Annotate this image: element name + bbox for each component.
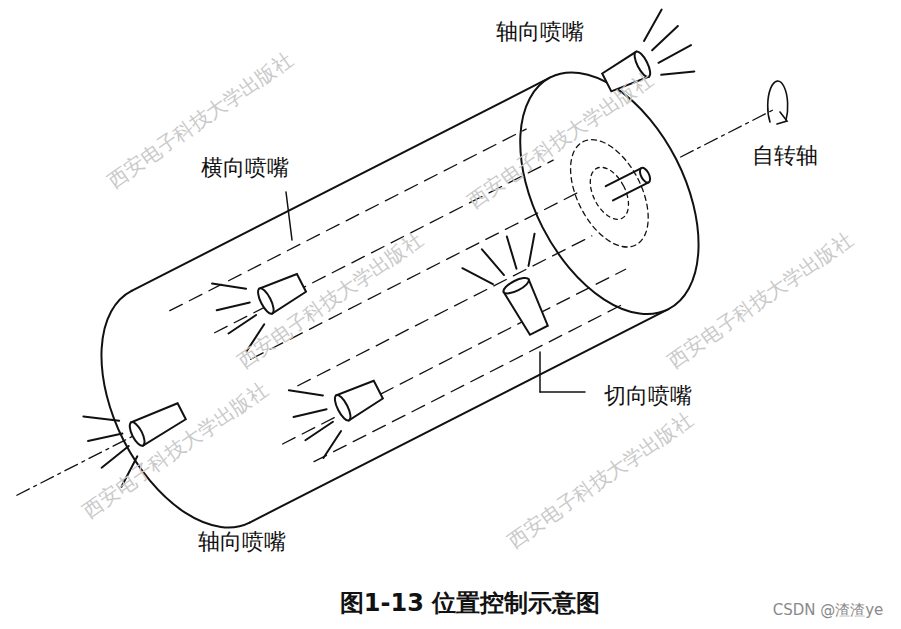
surface-dashes	[170, 118, 639, 489]
nozzle-label: 切向喷嘴	[604, 383, 692, 409]
lateral-nozzle	[332, 393, 354, 422]
watermark: 西安电子科技大学出版社	[503, 407, 697, 553]
nozzle-label: 横向喷嘴	[201, 155, 289, 181]
axial-nozzle	[127, 420, 148, 448]
credit: CSDN @渣渣ye	[773, 601, 884, 619]
spray	[459, 225, 547, 293]
surface-dash	[314, 303, 626, 462]
rotation-arrow	[777, 112, 787, 124]
figure-caption: 图1-13 位置控制示意图	[340, 589, 600, 618]
lateral-nozzle	[255, 286, 277, 315]
nozzle-label: 轴向喷嘴	[496, 19, 584, 45]
surface-dash	[298, 236, 592, 386]
nozzle-label: 轴向喷嘴	[198, 529, 286, 555]
leader-line	[540, 391, 585, 393]
leader-line	[286, 192, 292, 240]
axial-nozzle	[638, 166, 652, 184]
axis-label: 自转轴	[752, 143, 818, 169]
rotation-arrow	[768, 81, 788, 122]
tangential-nozzle	[501, 275, 530, 297]
leader-line	[539, 352, 541, 392]
cylinder-face	[484, 43, 736, 343]
spray	[282, 378, 349, 462]
